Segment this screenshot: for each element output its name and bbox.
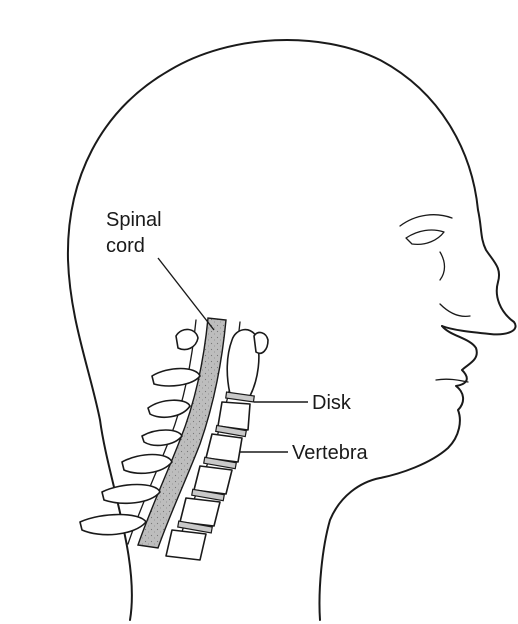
head-outline [68,40,516,620]
disk-label: Disk [312,392,352,414]
spinal-cord-label-line1: Spinal [106,209,162,231]
spinal-cord-label-line2: cord [106,235,145,257]
cheek-line [440,252,445,280]
lip-line [436,379,468,382]
nostril [440,304,470,316]
vertebra-label: Vertebra [292,442,368,464]
spinal-cord-leader [158,258,214,330]
spinous-processes [80,329,200,534]
face-profile [319,326,476,620]
eyebrow [400,215,452,226]
eye [406,230,444,244]
